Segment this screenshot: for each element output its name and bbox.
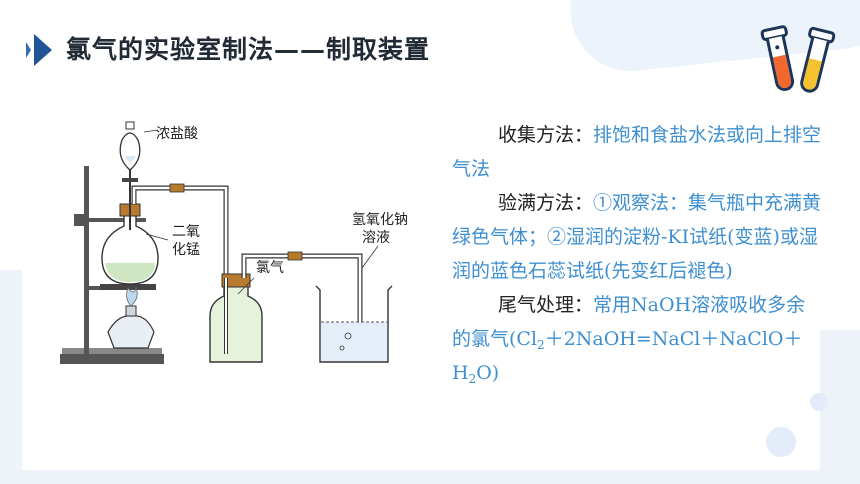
tail-value-a: 常用NaOH溶液吸收多余的氯气(Cl — [452, 294, 806, 350]
label-mno2-line2: 化锰 — [172, 242, 200, 258]
label-hcl: 浓盐酸 — [156, 126, 198, 142]
decorative-dot — [810, 393, 828, 411]
stand-rod — [84, 166, 89, 354]
tail-sub-a: 2 — [537, 338, 545, 352]
test-label: 验满方法： — [498, 192, 594, 214]
title-arrow-icon — [26, 34, 52, 66]
label-mno2-line1: 二氧 — [172, 224, 200, 240]
background-band-bottom — [0, 470, 860, 484]
tail-value-c: O) — [476, 362, 500, 384]
collect-label: 收集方法： — [498, 124, 594, 146]
test-tubes-icon — [760, 25, 836, 93]
explanation-text: 收集方法：排饱和食盐水法或向上排空气法 验满方法：①观察法：集气瓶中充满黄绿色气… — [452, 118, 824, 390]
stand-base — [60, 354, 164, 364]
collect-value: 排饱和食盐水法或向上排空气法 — [452, 124, 822, 180]
background-band-left — [0, 270, 22, 484]
background-band-right — [820, 330, 860, 484]
apparatus-diagram: 浓盐酸 二氧 化锰 氢氧化钠 溶液 氯气 — [60, 121, 408, 364]
slide-title: 氯气的实验室制法——制取装置 — [66, 35, 431, 64]
test-value: ①观察法：集气瓶中充满黄绿色气体；②湿润的淀粉-KI试纸(变蓝)或湿润的蓝色石蕊… — [452, 192, 822, 282]
label-naoh-line2: 溶液 — [362, 230, 390, 246]
decorative-dot — [766, 427, 796, 457]
tail-sub-b: 2 — [468, 372, 477, 386]
tail-label: 尾气处理： — [498, 294, 594, 316]
test-paragraph: 验满方法：①观察法：集气瓶中充满黄绿色气体；②湿润的淀粉-KI试纸(变蓝)或湿润… — [452, 186, 824, 288]
tail-paragraph: 尾气处理：常用NaOH溶液吸收多余的氯气(Cl2＋2NaOH=NaCl＋NaCl… — [452, 288, 824, 390]
collect-paragraph: 收集方法：排饱和食盐水法或向上排空气法 — [452, 118, 824, 186]
tail-value-b: ＋2NaOH=NaCl＋NaClO＋H — [452, 328, 803, 384]
label-naoh-line1: 氢氧化钠 — [352, 212, 408, 228]
label-cl2: 氯气 — [256, 260, 284, 276]
